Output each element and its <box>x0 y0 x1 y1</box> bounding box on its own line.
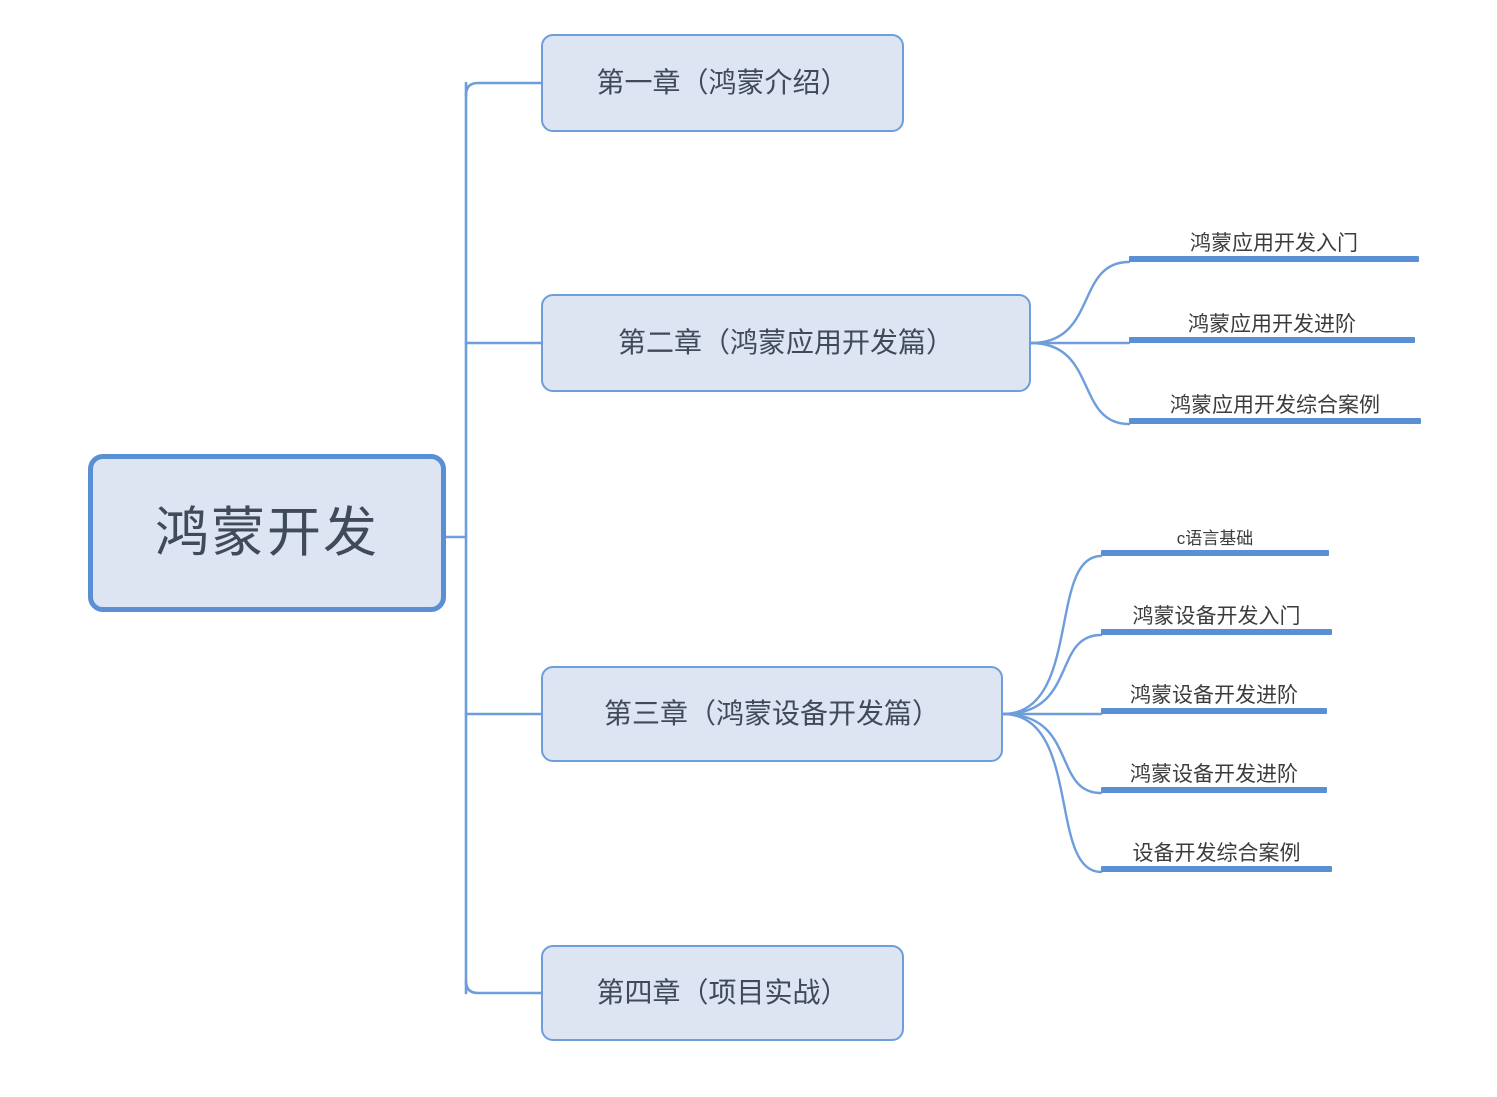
leaf-node-c3-leaf-1[interactable]: c语言基础 <box>1101 506 1329 556</box>
root-node[interactable]: 鸿蒙开发 <box>88 454 446 612</box>
connector-chapter3-leaf4 <box>1001 712 1103 795</box>
branch-node-chapter-2-label: 第二章（鸿蒙应用开发篇） <box>617 327 954 358</box>
leaf-node-c3-leaf-2-label: 鸿蒙设备开发入门 <box>1132 604 1301 628</box>
leaf-node-c3-leaf-5[interactable]: 设备开发综合案例 <box>1101 822 1332 872</box>
connector-chapter2-leaf3 <box>1029 341 1131 426</box>
connector-trunk-chapter-4 <box>464 979 543 995</box>
leaf-underline <box>1129 256 1419 262</box>
branch-node-chapter-3[interactable]: 第三章（鸿蒙设备开发篇） <box>541 666 1003 762</box>
leaf-node-c3-leaf-1-label: c语言基础 <box>1176 529 1254 549</box>
connector-chapter3-leaf5 <box>1001 712 1103 874</box>
leaf-underline <box>1101 866 1332 872</box>
leaf-node-c3-leaf-3-label: 鸿蒙设备开发进阶 <box>1130 683 1298 707</box>
leaf-node-c3-leaf-4[interactable]: 鸿蒙设备开发进阶 <box>1101 743 1327 793</box>
leaf-node-c2-leaf-3[interactable]: 鸿蒙应用开发综合案例 <box>1129 374 1421 424</box>
connector-chapter3-leaf2 <box>1001 633 1103 716</box>
branch-node-chapter-3-label: 第三章（鸿蒙设备开发篇） <box>603 698 940 729</box>
leaf-underline <box>1101 550 1329 556</box>
branch-node-chapter-1[interactable]: 第一章（鸿蒙介绍） <box>541 34 904 132</box>
connector-chapter3-leaf1 <box>1001 554 1103 716</box>
branch-node-chapter-1-label: 第一章（鸿蒙介绍） <box>596 67 849 98</box>
branch-node-chapter-4-label: 第四章（项目实战） <box>596 977 849 1008</box>
leaf-node-c3-leaf-3[interactable]: 鸿蒙设备开发进阶 <box>1101 664 1327 714</box>
leaf-node-c3-leaf-2[interactable]: 鸿蒙设备开发入门 <box>1101 585 1332 635</box>
leaf-node-c2-leaf-2-label: 鸿蒙应用开发进阶 <box>1188 312 1356 336</box>
connector-trunk-chapter-1 <box>464 81 543 97</box>
leaf-node-c2-leaf-3-label: 鸿蒙应用开发综合案例 <box>1170 393 1380 417</box>
leaf-underline <box>1101 629 1332 635</box>
root-node-label: 鸿蒙开发 <box>155 503 379 563</box>
leaf-underline <box>1129 337 1415 343</box>
leaf-underline <box>1129 418 1421 424</box>
connector-chapter2-leaf1 <box>1029 260 1131 345</box>
leaf-node-c2-leaf-2[interactable]: 鸿蒙应用开发进阶 <box>1129 293 1415 343</box>
branch-node-chapter-4[interactable]: 第四章（项目实战） <box>541 945 904 1041</box>
leaf-node-c2-leaf-1[interactable]: 鸿蒙应用开发入门 <box>1129 212 1419 262</box>
leaf-underline <box>1101 787 1327 793</box>
leaf-node-c3-leaf-4-label: 鸿蒙设备开发进阶 <box>1130 762 1298 786</box>
leaf-node-c3-leaf-5-label: 设备开发综合案例 <box>1132 841 1301 865</box>
leaf-underline <box>1101 708 1327 714</box>
branch-node-chapter-2[interactable]: 第二章（鸿蒙应用开发篇） <box>541 294 1031 392</box>
leaf-node-c2-leaf-1-label: 鸿蒙应用开发入门 <box>1190 231 1358 255</box>
